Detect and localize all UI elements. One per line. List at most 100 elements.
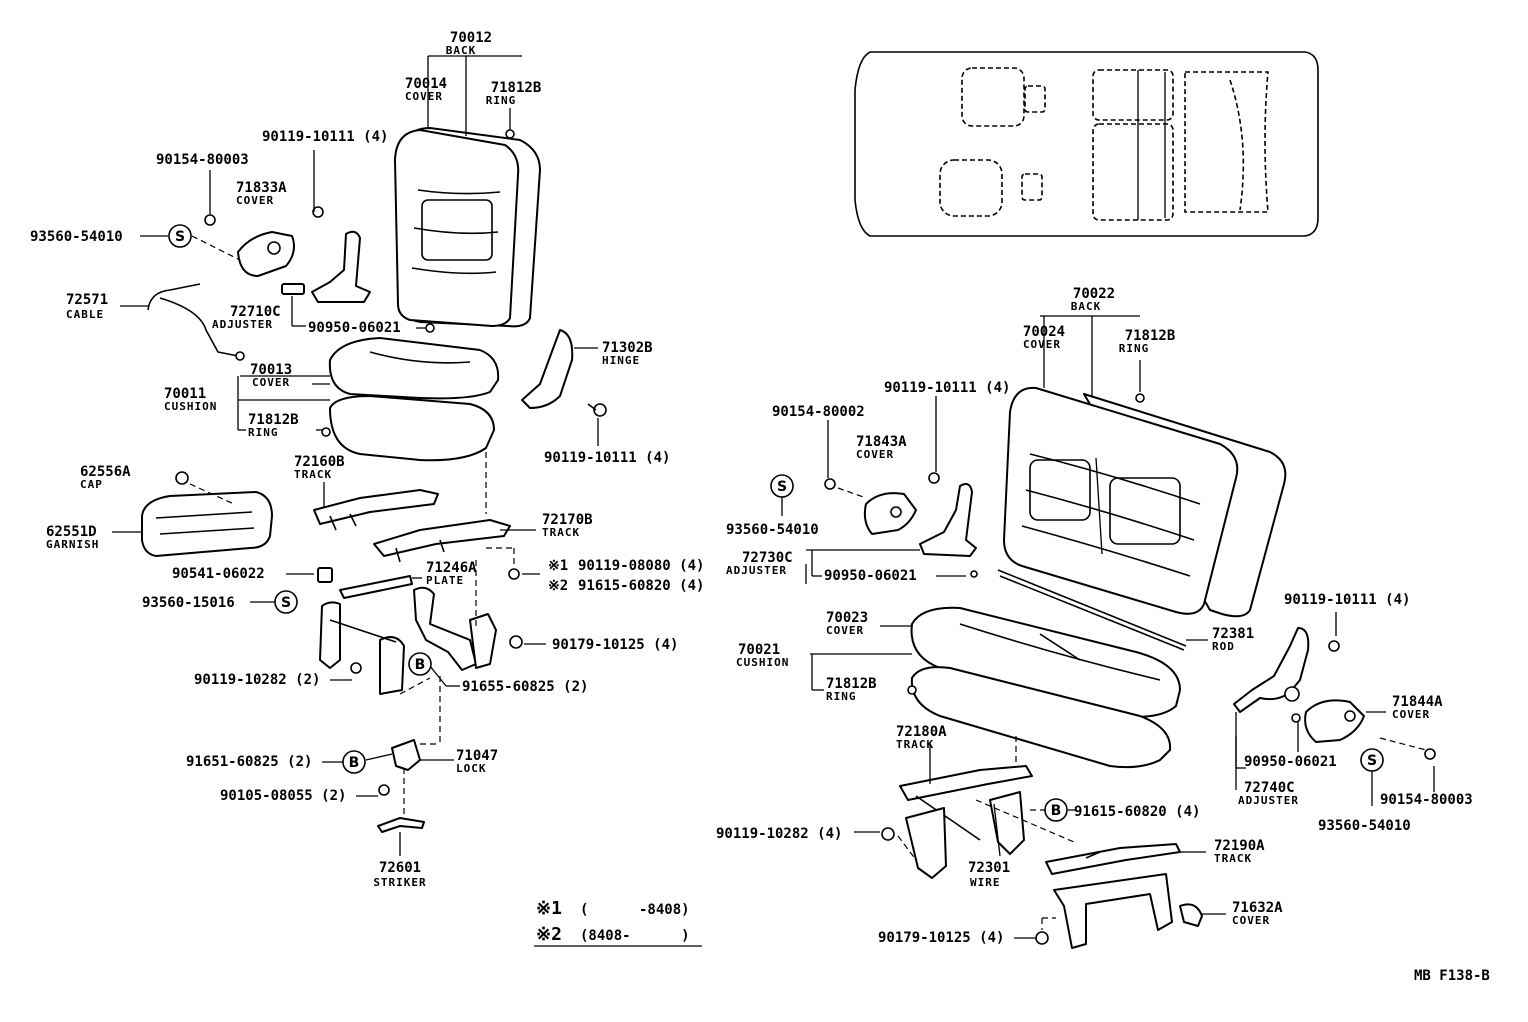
right-cover-71844A [1304, 699, 1365, 743]
right-rod [997, 569, 1187, 651]
svg-text:※1: ※1 [536, 898, 562, 919]
callout-72571: 72571 CABLE [66, 292, 108, 321]
callout-71812B-d: 71812B RING [826, 676, 877, 703]
svg-text:71833A: 71833A [236, 180, 287, 196]
svg-text:ADJUSTER: ADJUSTER [212, 318, 273, 331]
right-track-72180A [899, 765, 1033, 841]
left-garnish [141, 471, 273, 557]
svg-text:BACK: BACK [1071, 300, 1102, 313]
svg-text:TRACK: TRACK [294, 468, 332, 481]
svg-text:71812B: 71812B [248, 412, 299, 428]
callout-90154-80003-a: 90154-80003 [156, 152, 249, 168]
callout-90119-08080: ※1 90119-08080 (4) [548, 558, 704, 574]
callout-71302B: 71302B HINGE [602, 340, 653, 367]
callout-71843A: 71843A COVER [856, 434, 907, 461]
callout-71047: 71047 LOCK [456, 748, 498, 775]
svg-text:TRACK: TRACK [896, 738, 934, 751]
right-seat-back [1003, 386, 1287, 618]
callout-90179-10125-a: 90179-10125 (4) [552, 637, 678, 653]
svg-text:※2: ※2 [536, 924, 562, 945]
svg-text:70023: 70023 [826, 610, 868, 626]
svg-text:70014: 70014 [405, 76, 447, 92]
svg-text:72730C: 72730C [742, 550, 793, 566]
svg-text:RING: RING [248, 426, 279, 439]
callout-62556A: 62556A CAP [80, 464, 131, 491]
symbol-s-right-2: S [1360, 748, 1384, 772]
svg-text:90119-08080 (4): 90119-08080 (4) [578, 558, 704, 574]
left-plate-and-legs [317, 567, 523, 695]
svg-text:71812B: 71812B [1125, 328, 1176, 344]
callout-91651-60825: 91651-60825 (2) [186, 754, 312, 770]
svg-text:WIRE: WIRE [970, 876, 1001, 889]
left-track-upper [313, 489, 439, 531]
callout-72381: 72381 ROD [1212, 626, 1254, 653]
callout-91655-60825: 91655-60825 (2) [462, 679, 588, 695]
right-hinge-side [1233, 627, 1310, 713]
callout-93560-54010-c: 93560-54010 [1318, 818, 1411, 834]
svg-text:RING: RING [1119, 342, 1150, 355]
right-seat-cushion [910, 606, 1181, 769]
callout-72190A: 72190A TRACK [1214, 838, 1265, 865]
svg-text:71812B: 71812B [826, 676, 877, 692]
left-track-lower [373, 519, 511, 563]
right-cover-71843A [863, 492, 917, 535]
svg-text:71047: 71047 [456, 748, 498, 764]
svg-text:COVER: COVER [236, 194, 274, 207]
svg-text:71246A: 71246A [426, 560, 477, 576]
svg-text:BACK: BACK [446, 44, 477, 57]
callout-90179-10125-b: 90179-10125 (4) [878, 930, 1004, 946]
svg-text:70013: 70013 [250, 362, 292, 378]
callout-90950-06021-c: 90950-06021 [1244, 754, 1337, 770]
callout-90119-10111-d: 90119-10111 (4) [1284, 592, 1410, 608]
callout-70013: 70013 COVER [250, 362, 292, 389]
symbol-s-left-2: S [274, 590, 298, 614]
callout-70021: 70021 CUSHION [736, 642, 789, 669]
figure-code: MB F138-B [1414, 968, 1490, 984]
callout-71246A: 71246A PLATE [426, 560, 477, 587]
svg-text:COVER: COVER [826, 624, 864, 637]
callout-70014: 70014 COVER [405, 76, 447, 103]
svg-text:CABLE: CABLE [66, 308, 104, 321]
svg-text:72180A: 72180A [896, 724, 947, 740]
svg-text:70022: 70022 [1073, 286, 1115, 302]
svg-text:CAP: CAP [80, 478, 103, 491]
svg-text:COVER: COVER [856, 448, 894, 461]
svg-text:B: B [1051, 803, 1062, 819]
svg-text:72710C: 72710C [230, 304, 281, 320]
left-hinge [521, 329, 607, 417]
callout-72710C: 72710C ADJUSTER [212, 304, 281, 331]
svg-text:62551D: 62551D [46, 524, 97, 540]
symbol-b-left-2: B [342, 750, 366, 774]
vehicle-overview-inset [854, 51, 1319, 237]
callout-90119-10282-a: 90119-10282 (2) [194, 672, 320, 688]
svg-text:COVER: COVER [1392, 708, 1430, 721]
svg-text:S: S [175, 229, 185, 245]
svg-text:STRIKER: STRIKER [373, 876, 426, 889]
callout-90119-10282-b: 90119-10282 (4) [716, 826, 842, 842]
callout-90950-06021-b: 90950-06021 [824, 568, 917, 584]
svg-text:( -8408): ( -8408) [580, 902, 690, 918]
callout-71833A: 71833A COVER [236, 180, 287, 207]
svg-text:HINGE: HINGE [602, 354, 640, 367]
callout-71812B-a: 71812B RING [486, 80, 542, 107]
svg-text:72160B: 72160B [294, 454, 345, 470]
svg-text:72571: 72571 [66, 292, 108, 308]
svg-text:CUSHION: CUSHION [164, 400, 217, 413]
footnote-1: ※1 ( -8408) [536, 898, 690, 919]
callout-90119-10111-b: 90119-10111 (4) [544, 450, 670, 466]
svg-text:72601: 72601 [379, 860, 421, 876]
svg-text:CUSHION: CUSHION [736, 656, 789, 669]
callout-90154-80002: 90154-80002 [772, 404, 865, 420]
callout-90541-06022: 90541-06022 [172, 566, 265, 582]
callout-71632A: 71632A COVER [1232, 900, 1283, 927]
callout-91615-60820-b: 91615-60820 (4) [1074, 804, 1200, 820]
svg-text:※1: ※1 [548, 558, 568, 574]
callout-72160B: 72160B TRACK [294, 454, 345, 481]
svg-text:GARNISH: GARNISH [46, 538, 99, 551]
svg-text:70012: 70012 [450, 30, 492, 46]
svg-text:ROD: ROD [1212, 640, 1235, 653]
svg-text:COVER: COVER [252, 376, 290, 389]
callout-71812B-b: 71812B RING [248, 412, 299, 439]
left-small-bolts [204, 129, 515, 437]
svg-text:71812B: 71812B [491, 80, 542, 96]
